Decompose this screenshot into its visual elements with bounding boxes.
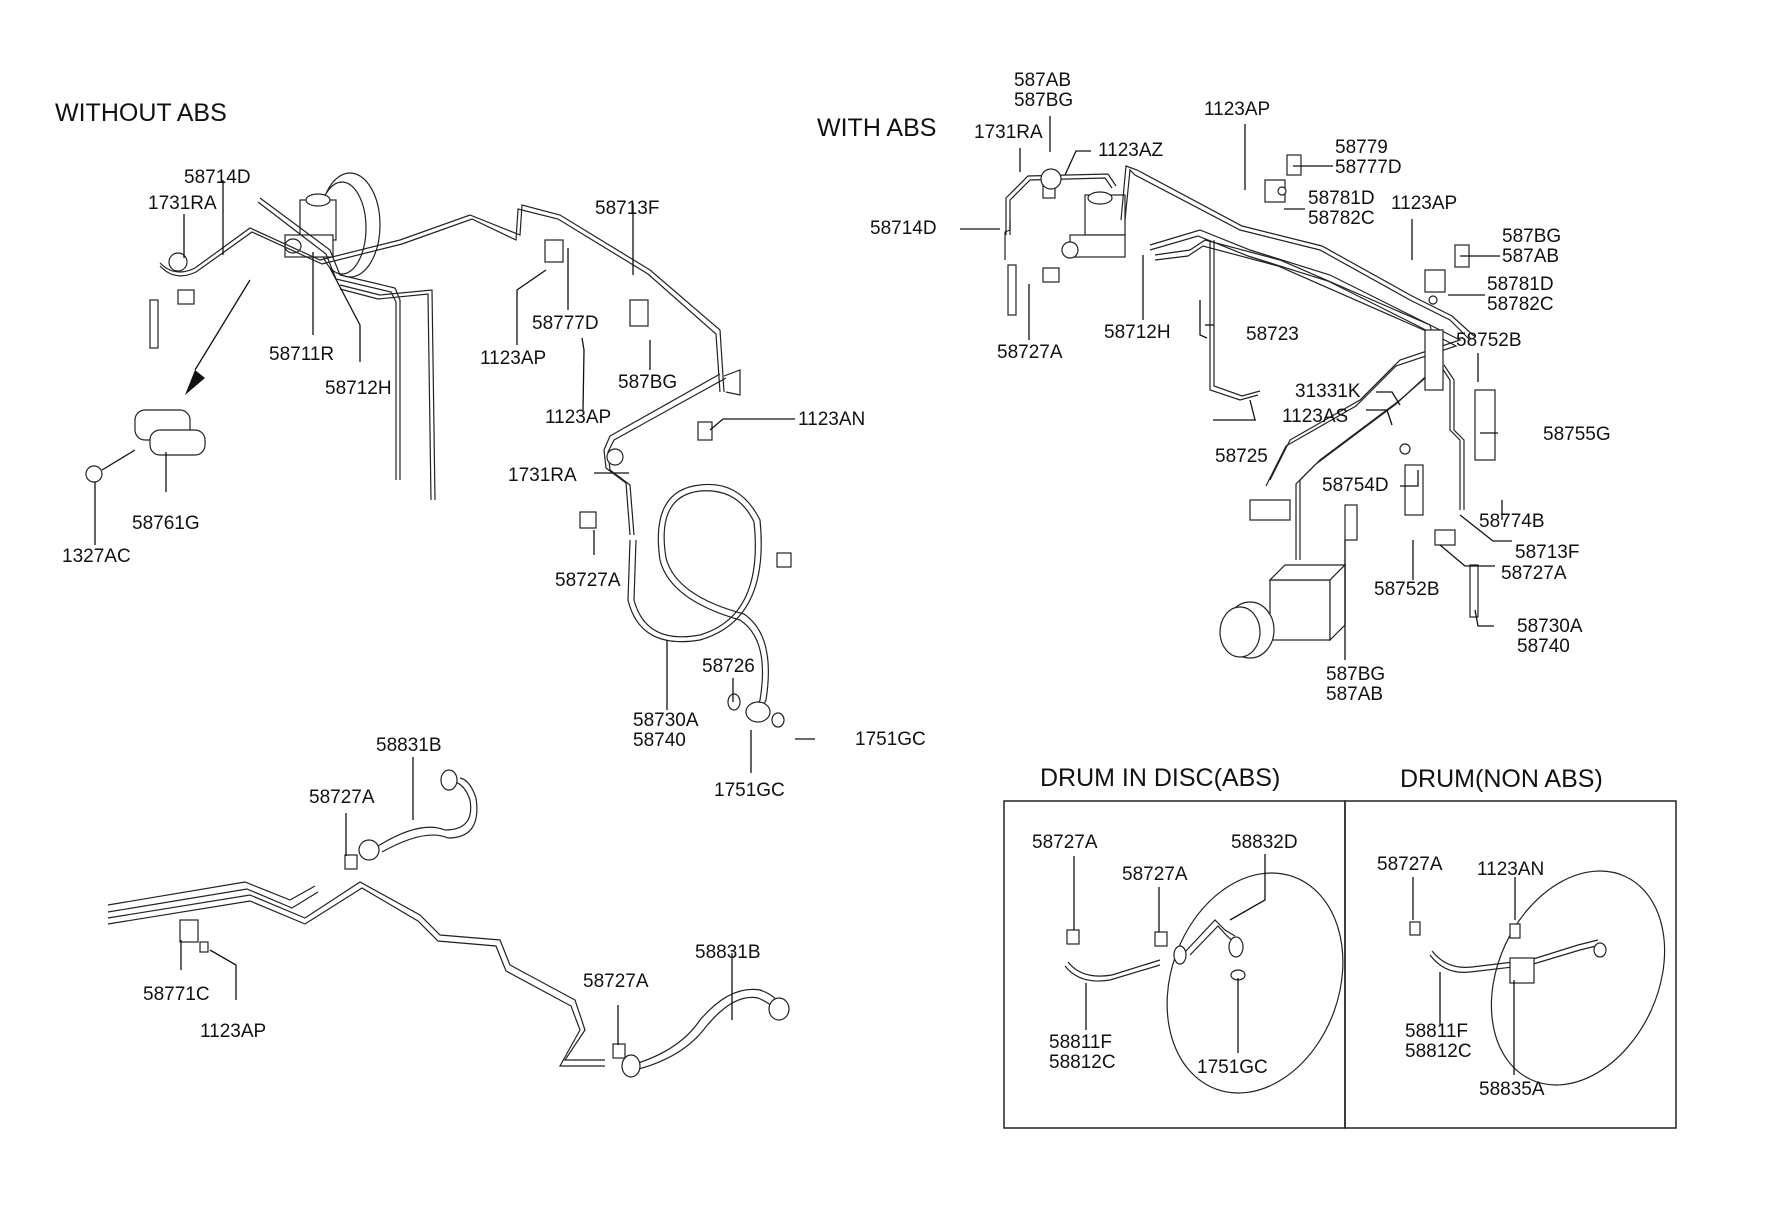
- part-label-1731RA[interactable]: 1731RA: [508, 465, 577, 486]
- part-label-1123AP[interactable]: 1123AP: [545, 407, 612, 428]
- part-label-58811F-58812C[interactable]: 58811F 58812C: [1049, 1032, 1116, 1073]
- part-label-58727A[interactable]: 58727A: [583, 971, 649, 992]
- part-label-58755G[interactable]: 58755G: [1543, 424, 1611, 445]
- part-label-587AB-587BG[interactable]: 587AB 587BG: [1014, 70, 1074, 111]
- proportioning-valve-non-abs: [85, 279, 251, 483]
- part-label-58832D[interactable]: 58832D: [1231, 832, 1298, 853]
- part-label-58723[interactable]: 58723: [1246, 324, 1299, 345]
- part-label-1123AP[interactable]: 1123AP: [480, 348, 547, 369]
- part-label-58752B[interactable]: 58752B: [1374, 579, 1440, 600]
- part-label-31331K[interactable]: 31331K: [1295, 381, 1361, 402]
- part-label-1751GC[interactable]: 1751GC: [1197, 1057, 1268, 1078]
- abs-hydraulic-unit: [1219, 499, 1347, 659]
- part-label-58727A[interactable]: 58727A: [997, 342, 1063, 363]
- section-title-without-abs: WITHOUT ABS: [55, 99, 227, 127]
- part-label-1123AP[interactable]: 1123AP: [1391, 193, 1458, 214]
- leader-lines-drum-non-abs: [1412, 877, 1516, 1075]
- clips-non-abs: [149, 239, 792, 568]
- part-label-58725[interactable]: 58725: [1215, 446, 1268, 467]
- drum-in-disc-parts: [1064, 872, 1344, 1094]
- section-title-drum-non-abs: DRUM(NON ABS): [1400, 765, 1603, 793]
- part-label-58714D[interactable]: 58714D: [184, 167, 251, 188]
- part-label-58835A[interactable]: 58835A: [1479, 1079, 1545, 1100]
- part-label-58779-58777D[interactable]: 58779 58777D: [1335, 137, 1402, 178]
- master-cylinder-abs: [1061, 191, 1126, 259]
- part-label-1123AN[interactable]: 1123AN: [1477, 859, 1545, 880]
- part-label-1751GC[interactable]: 1751GC: [714, 780, 785, 801]
- part-label-58831B[interactable]: 58831B: [376, 735, 442, 756]
- leader-lines-abs: [960, 116, 1512, 660]
- part-label-58781D-58782C[interactable]: 58781D 58782C: [1308, 188, 1375, 229]
- part-label-58771C[interactable]: 58771C: [143, 984, 210, 1005]
- section-title-drum-in-disc-abs: DRUM IN DISC(ABS): [1040, 764, 1281, 792]
- part-label-58727A[interactable]: 58727A: [1122, 864, 1188, 885]
- part-label-58730A-58740[interactable]: 58730A 58740: [633, 710, 699, 751]
- hose-front-non-abs: [627, 483, 785, 728]
- brake-pipes-non-abs: [159, 197, 741, 536]
- drum-non-abs-parts: [1409, 870, 1666, 1086]
- section-title-with-abs: WITH ABS: [817, 114, 937, 142]
- part-label-58727A[interactable]: 58727A: [555, 570, 621, 591]
- part-label-58727A[interactable]: 58727A: [309, 787, 375, 808]
- part-label-58712H[interactable]: 58712H: [1104, 322, 1171, 343]
- part-label-1731RA[interactable]: 1731RA: [974, 122, 1043, 143]
- part-label-1327AC[interactable]: 1327AC: [62, 546, 131, 567]
- rear-brake-lines: [107, 769, 790, 1078]
- part-label-58781D-58782C[interactable]: 58781D 58782C: [1487, 274, 1554, 315]
- part-label-58754D[interactable]: 58754D: [1322, 475, 1389, 496]
- part-label-58727A[interactable]: 58727A: [1501, 563, 1567, 584]
- part-label-58727A[interactable]: 58727A: [1032, 832, 1098, 853]
- part-label-58811F-58812C[interactable]: 58811F 58812C: [1405, 1021, 1472, 1062]
- part-label-587BG-587AB[interactable]: 587BG 587AB: [1502, 226, 1562, 267]
- part-label-1123AP[interactable]: 1123AP: [1204, 99, 1271, 120]
- part-label-58777D[interactable]: 58777D: [532, 313, 599, 334]
- part-label-587BG[interactable]: 587BG: [618, 372, 678, 393]
- leader-lines-drum-in-disc: [1073, 854, 1266, 1053]
- part-label-58713F[interactable]: 58713F: [595, 198, 660, 219]
- part-label-58774B[interactable]: 58774B: [1479, 511, 1545, 532]
- part-label-1123AN[interactable]: 1123AN: [798, 409, 866, 430]
- part-label-1123AP[interactable]: 1123AP: [200, 1021, 267, 1042]
- leader-lines-rear: [180, 757, 733, 1045]
- part-label-58711R[interactable]: 58711R: [269, 344, 335, 365]
- part-label-587BG-587AB[interactable]: 587BG 587AB: [1326, 664, 1386, 705]
- part-label-1751GC[interactable]: 1751GC: [855, 729, 926, 750]
- leader-lines-non-abs: [94, 180, 815, 773]
- drum-non-abs-box: [1344, 800, 1677, 1129]
- part-label-58714D[interactable]: 58714D: [870, 218, 937, 239]
- part-label-58730A-58740[interactable]: 58730A 58740: [1517, 616, 1583, 657]
- part-label-1123AS[interactable]: 1123AS: [1282, 406, 1349, 427]
- part-label-1731RA[interactable]: 1731RA: [148, 193, 217, 214]
- part-label-58713F[interactable]: 58713F: [1515, 542, 1580, 563]
- part-label-1123AZ[interactable]: 1123AZ: [1098, 140, 1164, 161]
- part-label-58752B[interactable]: 58752B: [1456, 330, 1522, 351]
- part-label-58712H[interactable]: 58712H: [325, 378, 392, 399]
- part-label-58727A[interactable]: 58727A: [1377, 854, 1443, 875]
- part-label-58761G[interactable]: 58761G: [132, 513, 200, 534]
- brake-pipes-abs: [1004, 165, 1475, 560]
- part-label-58726[interactable]: 58726: [702, 656, 755, 677]
- clips-abs: [1007, 154, 1496, 618]
- part-label-58831B[interactable]: 58831B: [695, 942, 761, 963]
